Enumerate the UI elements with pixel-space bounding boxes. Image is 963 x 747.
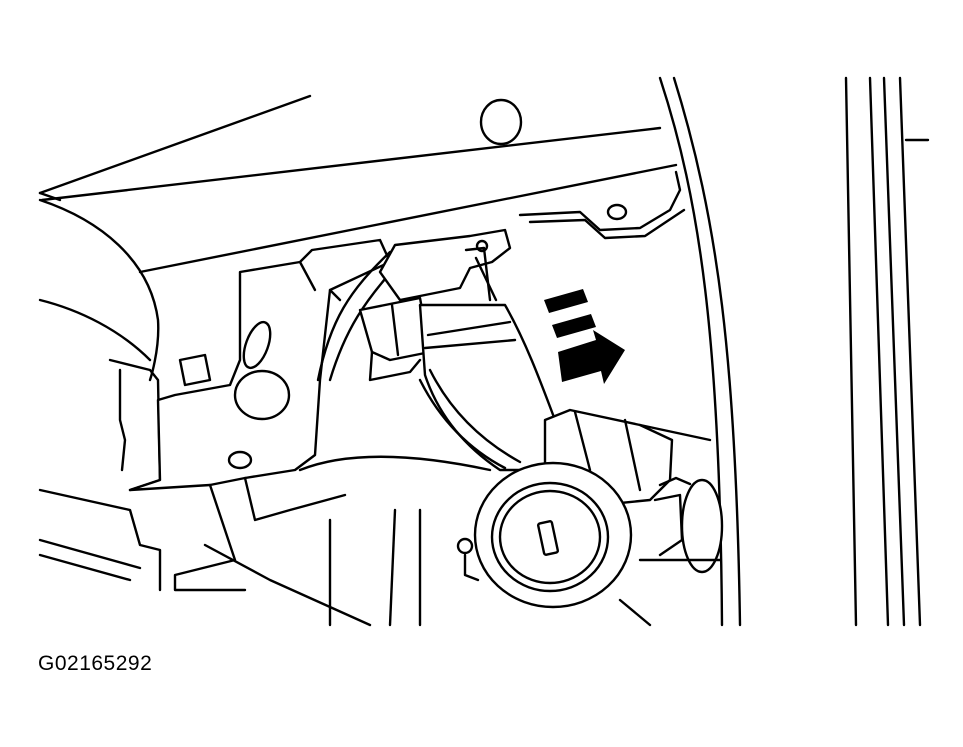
figure-id-label: G02165292 — [38, 652, 153, 675]
switch-module — [378, 170, 686, 302]
mounting-bracket — [128, 238, 392, 492]
bracket-slot — [242, 320, 272, 370]
door-frame-lines — [658, 76, 930, 627]
dash-mounting-hole — [479, 98, 523, 146]
removal-direction-arrow — [544, 289, 625, 384]
arrow-dash-2 — [552, 314, 596, 338]
ignition-lock-illustration — [38, 76, 930, 627]
arrow-head — [558, 330, 625, 384]
right-clamp — [618, 476, 724, 627]
bracket-boss — [233, 369, 291, 421]
right-boss — [680, 478, 724, 574]
cylinder-pin-left — [456, 537, 474, 555]
lock-cylinder-face — [456, 461, 633, 609]
lock-cylinder-body — [418, 303, 567, 472]
arrow-dash-1 — [544, 289, 588, 313]
key-slot — [536, 520, 560, 556]
bracket-hole — [227, 450, 253, 470]
lower-structure — [173, 455, 492, 627]
module-hole — [606, 203, 628, 221]
upper-dash-panel — [38, 94, 678, 274]
electrical-connector — [358, 296, 432, 382]
steering-column-shroud — [38, 198, 162, 592]
